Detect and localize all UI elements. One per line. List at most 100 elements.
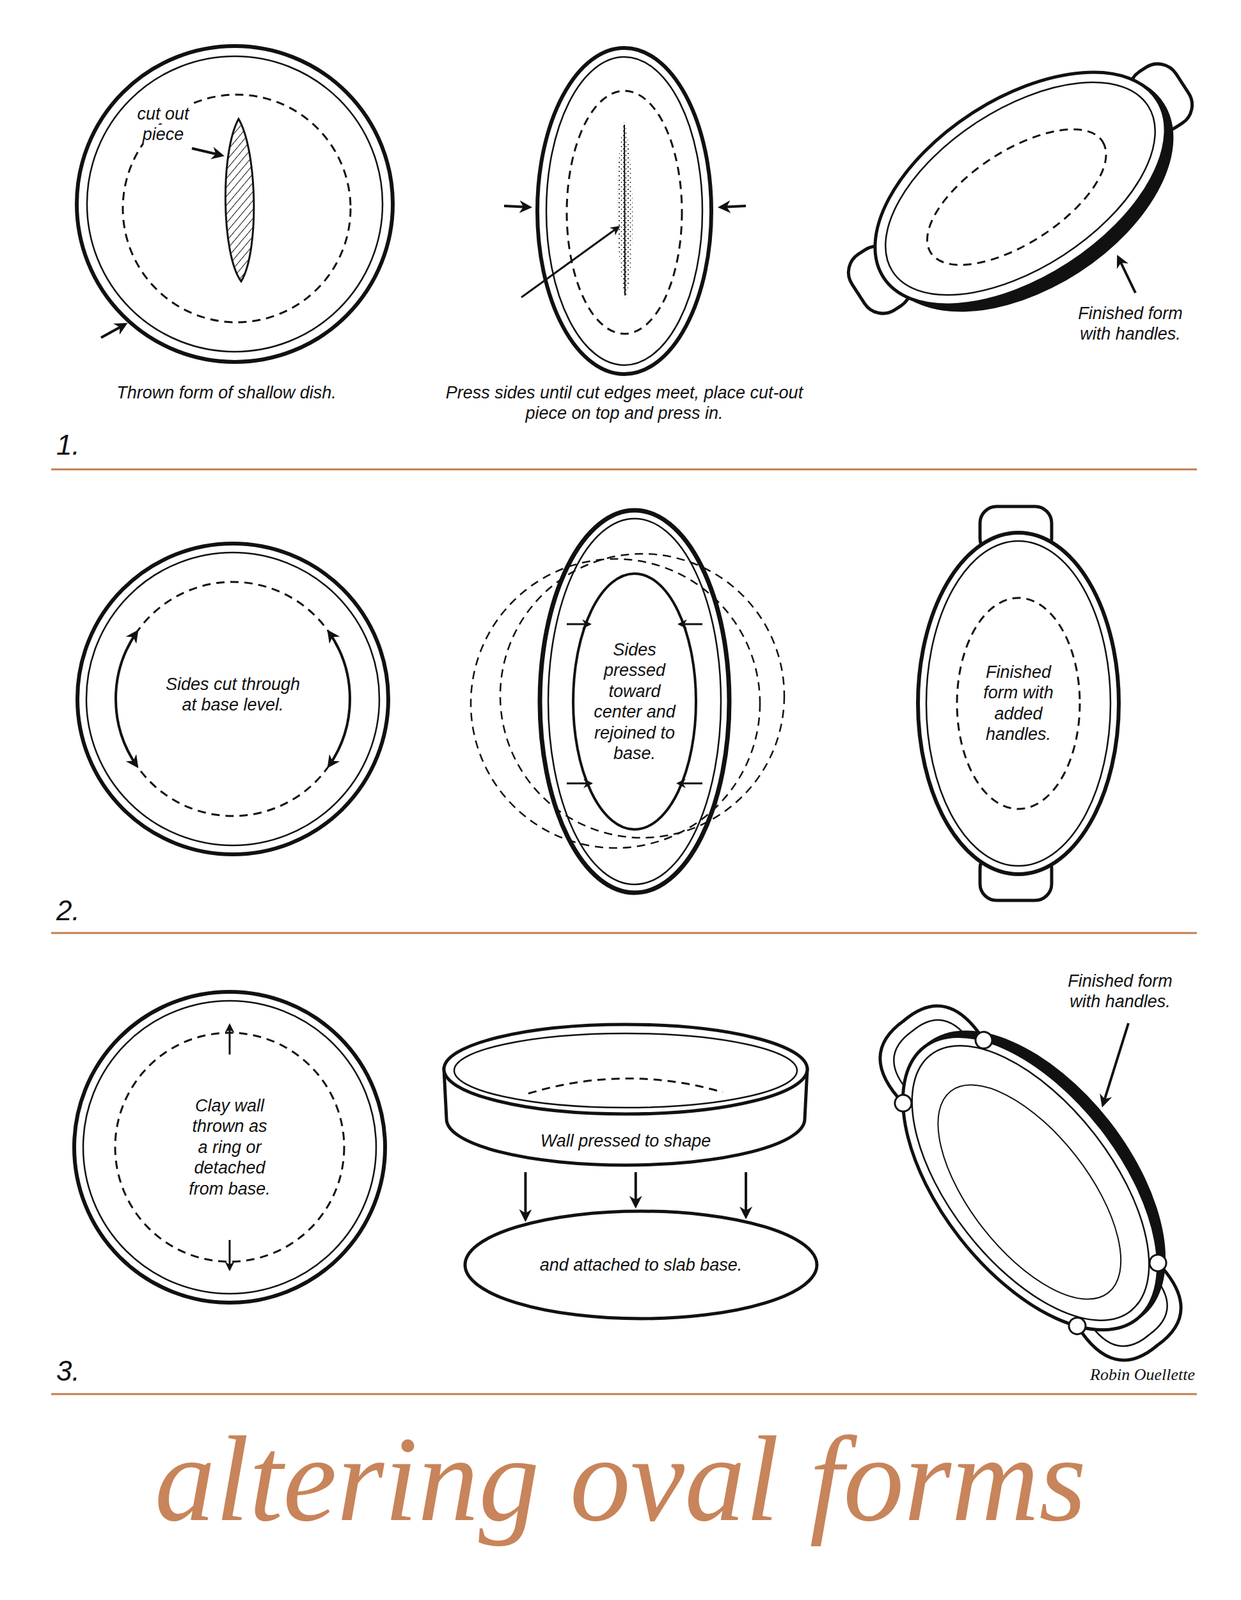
node-text-box: Sides cut through at base level. — [158, 674, 309, 716]
base-line — [122, 94, 351, 323]
dish-rim — [853, 992, 1208, 1375]
label-box: Press sides until cut edges meet, place … — [445, 382, 804, 425]
cut-out-piece — [225, 118, 254, 282]
leader-arrow — [521, 227, 619, 298]
dish-rim — [917, 532, 1119, 875]
node-text-box: and attached to slab base. — [493, 1255, 789, 1276]
caption-text: Finished form with handles. — [1077, 303, 1183, 344]
attach-arrow — [744, 1172, 748, 1218]
oval-rim — [537, 47, 712, 375]
attach-arrow — [523, 1172, 527, 1220]
label-box: cut out piece — [124, 103, 202, 146]
base-line — [956, 598, 1080, 810]
wall-inner-rim — [454, 1033, 798, 1108]
section-rule — [51, 932, 1197, 935]
lift-arrow — [229, 1240, 231, 1270]
joined-seam — [617, 121, 633, 300]
section-number: 1. — [56, 429, 80, 461]
leader-arrow — [101, 324, 126, 338]
press-arrow — [679, 623, 703, 626]
base-line — [528, 1078, 723, 1094]
node-text-box: Wall pressed to shape — [491, 1130, 760, 1152]
label-box: 1. — [56, 428, 114, 463]
leader-arrow — [191, 148, 222, 156]
node-text: Clay wall thrown as a ring or detached f… — [186, 1095, 274, 1200]
slab-base: and attached to slab base. — [462, 1209, 820, 1322]
original-outline — [500, 553, 785, 838]
lift-arrow — [229, 1025, 231, 1055]
wall-rim — [443, 1024, 808, 1115]
clay-ring: Clay wall thrown as a ring or detached f… — [71, 989, 388, 1306]
finished-dish — [809, 8, 1238, 380]
dish-inner-rim — [926, 541, 1111, 867]
node-text: Wall pressed to shape — [491, 1130, 760, 1152]
dish-rim — [74, 992, 386, 1304]
oval-outline: Sides pressed toward center and rejoined… — [537, 507, 732, 896]
node-text-box: Clay wall thrown as a ring or detached f… — [186, 1095, 274, 1200]
caption-text: cut out piece — [136, 104, 189, 144]
handle-knob — [972, 1028, 996, 1052]
node-outline — [916, 530, 1121, 877]
finished-dish — [832, 958, 1237, 1401]
clay-wall: Wall pressed to shape — [438, 1018, 813, 1170]
oval-inner-rim — [548, 518, 721, 885]
dish-rim — [834, 24, 1206, 354]
base-line — [566, 90, 682, 334]
dish-inner-rim — [83, 1001, 377, 1295]
dish-inner-rim — [866, 1005, 1194, 1361]
press-arrow — [504, 205, 530, 208]
dish-rim — [76, 46, 393, 363]
base-line — [115, 1033, 345, 1263]
oval-rim — [539, 510, 730, 894]
pressed-wall — [573, 573, 696, 830]
press-arrow — [678, 782, 703, 785]
base-line — [115, 582, 350, 817]
node-text-box: Sides pressed toward center and rejoined… — [586, 639, 683, 764]
dish-outline: Sides cut through at base level. — [74, 541, 391, 858]
label-box: Finished form with handles. — [1058, 971, 1183, 1013]
leader-arrow — [1118, 257, 1136, 293]
label-box: Thrown form of shallow dish. — [66, 382, 387, 404]
node-outline — [537, 507, 732, 896]
base-line — [905, 102, 1128, 292]
section-number: 2. — [56, 894, 80, 927]
base-line — [904, 1055, 1155, 1330]
cut-arrow — [328, 632, 350, 767]
oval-inner-rim — [546, 56, 703, 366]
node-text: and attached to slab base. — [493, 1255, 789, 1276]
section-rule — [51, 1393, 1197, 1396]
finished-dish: Finished form with added handles. — [916, 530, 1121, 877]
diagram-title: altering oval forms — [0, 1418, 1241, 1541]
signature: Robin Ouellette — [1090, 1365, 1195, 1385]
label-box: 3. — [56, 1354, 114, 1389]
leader-arrow — [1102, 1023, 1129, 1106]
press-arrow — [566, 782, 592, 785]
label-box: Robin Ouellette — [1059, 1365, 1226, 1385]
slab-base — [465, 1211, 817, 1320]
node-text: Sides pressed toward center and rejoined… — [586, 639, 683, 764]
label-box: 2. — [56, 894, 114, 929]
node-text: Sides cut through at base level. — [158, 674, 309, 716]
handle-knob — [1065, 1314, 1089, 1338]
handle-knob — [1146, 1251, 1170, 1275]
caption-text: Finished form with handles. — [1067, 971, 1173, 1012]
cut-arrow — [115, 632, 137, 767]
press-arrow — [566, 623, 590, 626]
handle-knob — [891, 1091, 915, 1115]
caption-text: Thrown form of shallow dish. — [116, 383, 337, 403]
attach-arrow — [634, 1172, 638, 1207]
section-number: 3. — [56, 1355, 80, 1387]
dish-rim — [77, 543, 389, 855]
dish-inner-rim — [849, 39, 1192, 338]
node-text: Finished form with added handles. — [975, 662, 1062, 746]
dish-shadow — [853, 984, 1217, 1376]
label-box: Finished form with handles. — [1068, 303, 1194, 345]
section-rule — [51, 468, 1197, 471]
seam-line — [624, 124, 625, 296]
caption-text: Press sides until cut edges meet, place … — [445, 383, 803, 423]
press-arrow — [720, 205, 746, 208]
dish-inner-rim — [86, 56, 383, 352]
node-text-box: Finished form with added handles. — [975, 662, 1062, 746]
dish-inner-rim — [86, 552, 380, 846]
